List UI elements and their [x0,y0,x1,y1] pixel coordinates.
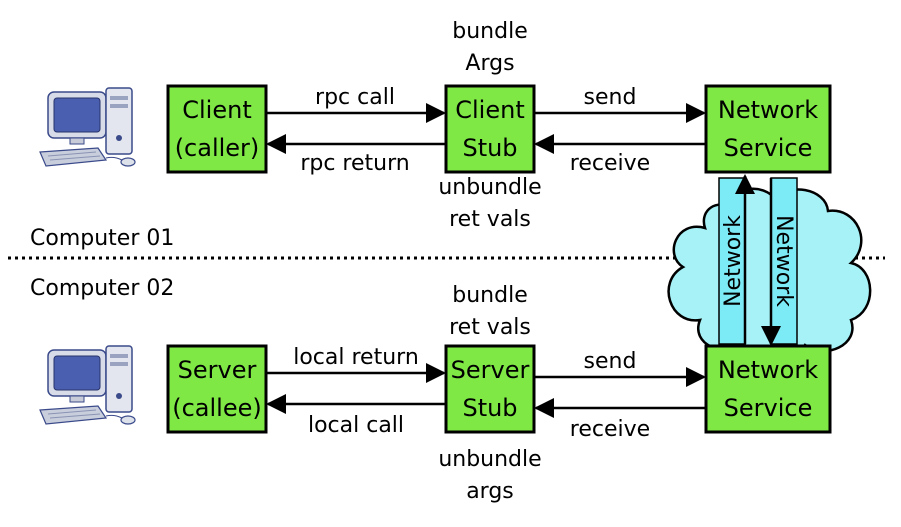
send-top-label: send [584,85,637,110]
server-stub-above-line1: bundle [452,283,527,308]
computer-02-label: Computer 02 [30,276,174,301]
client-stub-line1: Client [455,96,524,124]
server-stub-above-line2: ret vals [449,315,531,340]
client-box-line2: (caller) [175,134,260,162]
network-service-top-box: Network Service [704,84,832,174]
network-bar-left [718,177,746,345]
local-return-label: local return [293,345,419,370]
client-box-line1: Client [182,96,251,124]
server-box-line2: (callee) [172,394,262,422]
server-stub-box: Server Stub [444,344,536,434]
network-cloud [667,187,872,358]
server-stub-line1: Server [451,356,530,384]
client-stub-above-line2: Args [465,51,514,76]
server-stub-below-line2: args [466,479,514,504]
client-stub-above-line1: bundle [452,19,527,44]
client-stub-below-line1: unbundle [438,175,541,200]
local-call-label: local call [308,413,404,438]
bottom-computer-icon [39,345,136,425]
server-stub-line2: Stub [462,394,517,422]
server-stub-below-line1: unbundle [438,447,541,472]
network-bar-right [770,177,798,345]
rpc-call-label: rpc call [315,85,395,110]
receive-top-label: receive [570,151,650,176]
network-service-top-line2: Service [724,134,813,162]
network-service-bottom-box: Network Service [704,344,832,434]
send-bottom-label: send [584,349,637,374]
receive-bottom-label: receive [570,417,650,442]
client-box: Client (caller) [166,84,268,174]
computer-01-label: Computer 01 [30,226,174,251]
network-service-bottom-line1: Network [718,356,818,384]
client-stub-below-line2: ret vals [449,207,531,232]
network-label-left: Network [721,215,746,307]
client-stub-line2: Stub [462,134,517,162]
client-stub-box: Client Stub [444,84,536,174]
server-box-line1: Server [178,356,257,384]
rpc-return-label: rpc return [300,151,409,176]
network-service-top-line1: Network [718,96,818,124]
server-box: Server (callee) [166,344,268,434]
top-computer-icon [39,87,136,167]
network-service-bottom-line2: Service [724,394,813,422]
network-label-right: Network [771,215,796,307]
